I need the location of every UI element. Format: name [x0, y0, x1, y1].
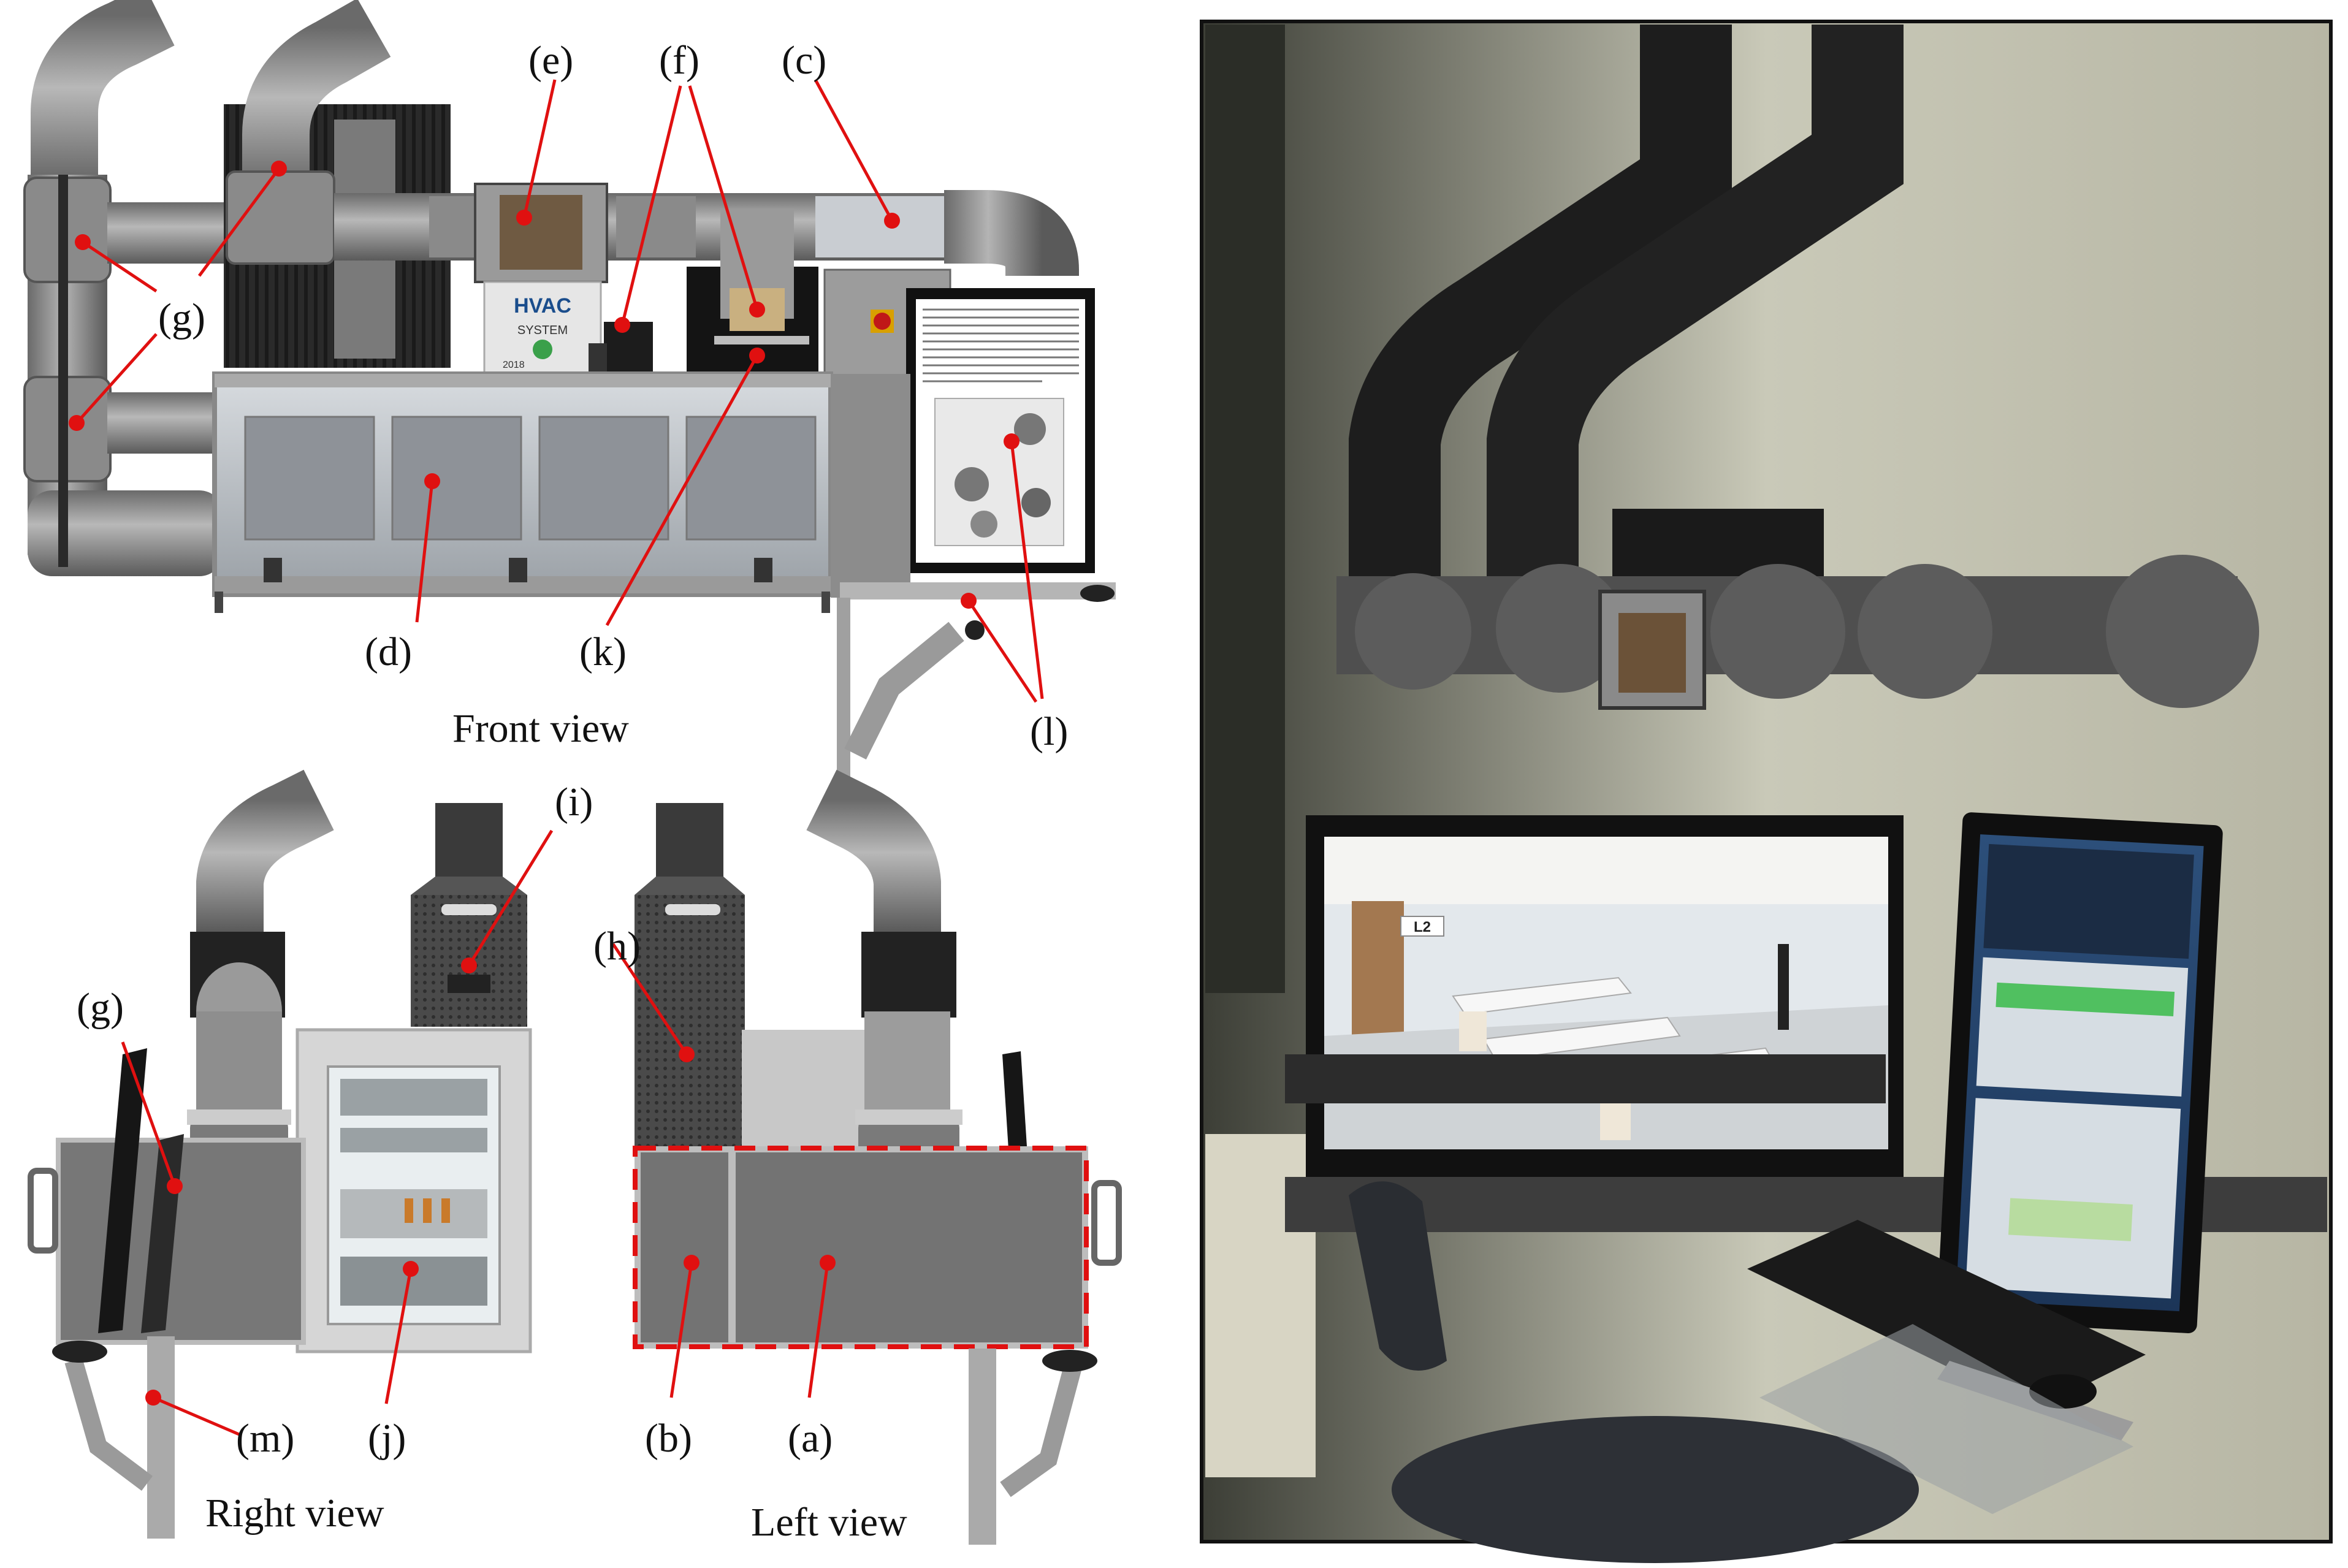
labels: (e) (f) (c) (g) (d) (k) (l) Front view (…: [77, 38, 1068, 1545]
room-tag: L2: [1414, 919, 1431, 935]
label-j: (j): [368, 1416, 406, 1461]
caption-left-view: Left view: [751, 1500, 907, 1545]
caption-right-view: Right view: [205, 1491, 384, 1536]
front-view: HVAC SYSTEM 2018: [23, 0, 1116, 782]
photo-panel: L2: [1200, 20, 2333, 1563]
label-l: (l): [1030, 709, 1068, 754]
logo-line1: HVAC: [514, 294, 571, 318]
leader-lines: [69, 78, 1044, 1436]
label-c: (c): [782, 38, 826, 83]
label-m: (m): [236, 1416, 294, 1461]
label-e: (e): [528, 38, 573, 83]
label-h: (h): [593, 924, 641, 969]
label-i: (i): [555, 780, 593, 824]
label-f: (f): [659, 38, 699, 83]
label-d: (d): [365, 630, 412, 674]
label-g-right: (g): [77, 985, 124, 1030]
label-a: (a): [788, 1416, 833, 1461]
logo-line2: SYSTEM: [517, 324, 568, 337]
label-k: (k): [579, 630, 627, 674]
left-view: [633, 769, 1122, 1545]
caption-front-view: Front view: [452, 706, 629, 751]
label-g-front: (g): [158, 295, 205, 340]
logo-year: 2018: [503, 360, 525, 370]
label-b: (b): [645, 1416, 692, 1461]
